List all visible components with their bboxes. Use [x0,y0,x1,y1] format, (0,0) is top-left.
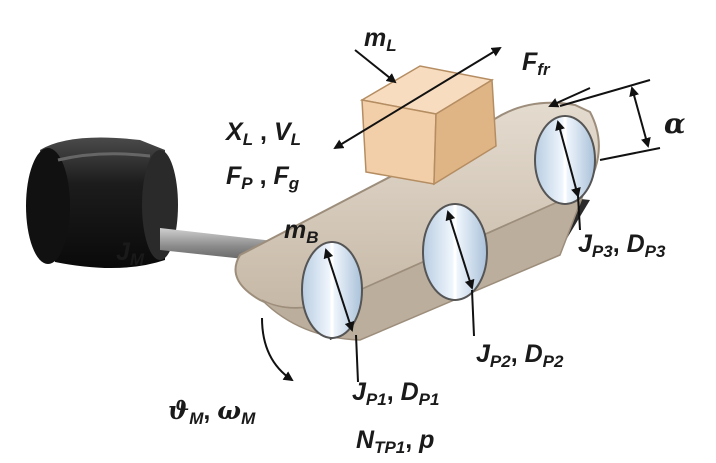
rotation-arrow [261,317,294,382]
diameter-arrows [323,120,581,332]
motor [26,137,178,269]
teeth-pitch-label: NTP1, p [356,426,435,457]
motor-angle-speed-label: ϑM, ωM [168,396,256,428]
pulley-2-label: JP2, DP2 [476,340,564,371]
load-position-velocity-label: XL , VL [226,118,302,149]
pulley-1-label: JP1, DP1 [352,378,440,409]
forces-label: FP , Fg [226,162,300,193]
pulley-2 [422,203,488,301]
pulley-3 [534,115,596,205]
incline-angle-label: α [664,107,686,140]
angle-dimension [559,79,661,161]
pulley-3-label: JP3, DP3 [578,230,666,261]
force-arrows [333,46,591,150]
load-mass-label: mL [364,24,397,55]
friction-force-label: Ffr [522,48,550,79]
leader-lines [355,195,581,383]
motor-inertia-label: JM [116,238,145,269]
belt-mass-label: mB [284,216,319,247]
pulley-1 [301,241,363,339]
